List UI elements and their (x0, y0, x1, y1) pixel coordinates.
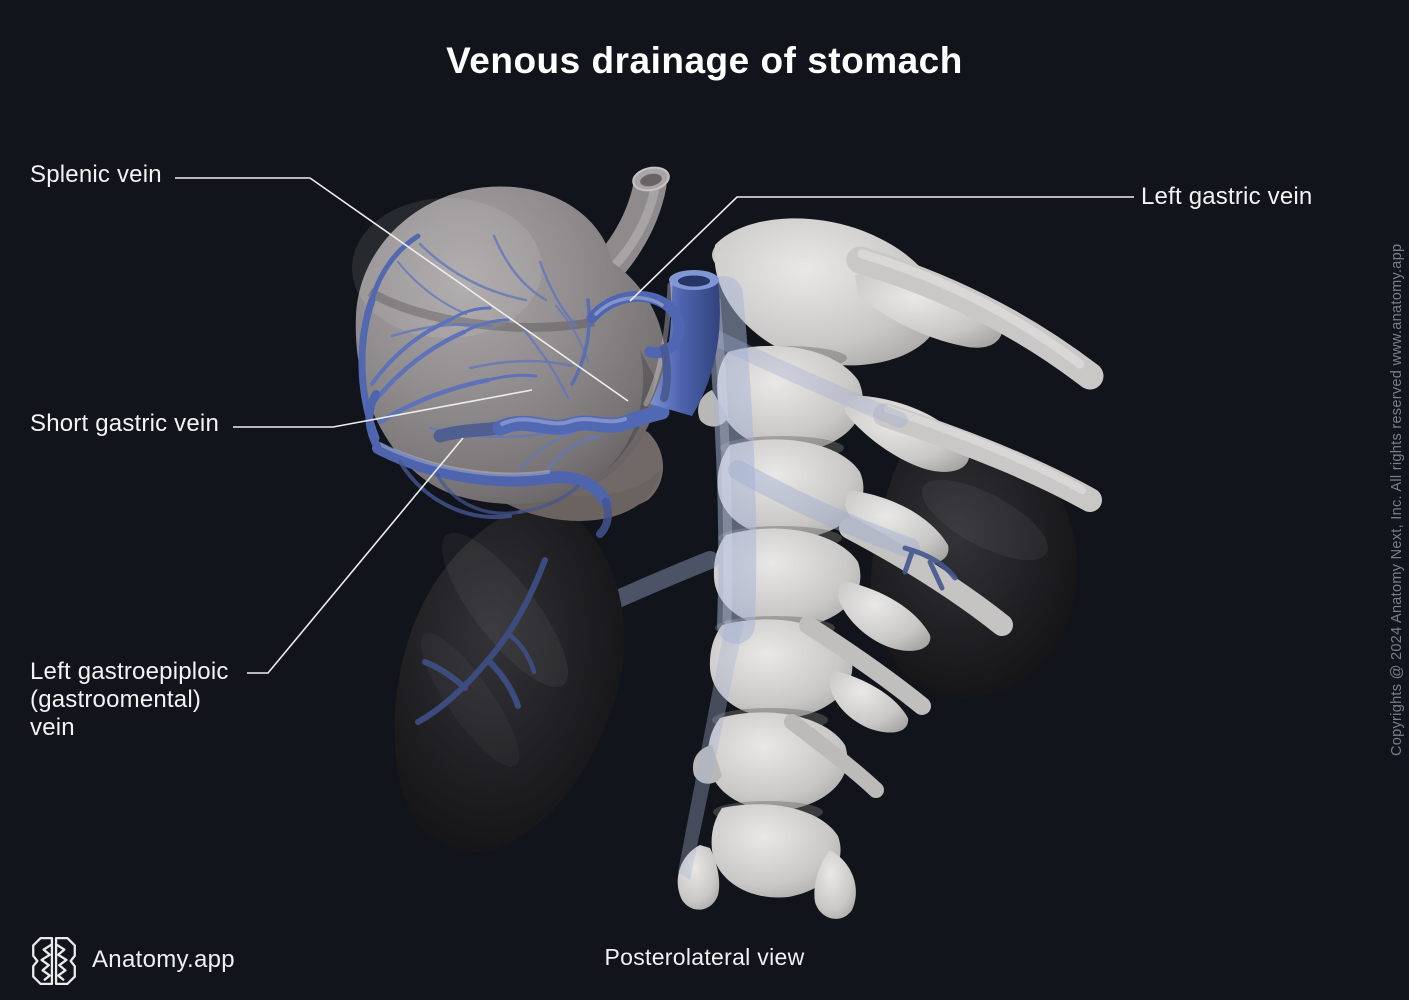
label-splenic-vein: Splenic vein (30, 161, 162, 188)
left-gastroepiploic-vein (365, 390, 612, 538)
brand-name: Anatomy.app (92, 946, 235, 973)
splenic-vein (433, 404, 670, 443)
copyright-text: Copyrights @ 2024 Anatomy Next, Inc. All… (1389, 243, 1405, 757)
gastric-veins (358, 233, 720, 538)
label-left-gastric-vein: Left gastric vein (1141, 183, 1313, 210)
brain-icon (30, 934, 78, 988)
left-gastric-vein (586, 290, 685, 402)
leader-line-left-gastric-vein (629, 196, 1134, 302)
fundus-vein-network (390, 234, 602, 472)
view-caption: Posterolateral view (604, 944, 805, 970)
leader-lines (175, 177, 1134, 674)
leader-line-splenic-vein (175, 177, 629, 402)
translucent-vessels (566, 276, 958, 880)
left-renal-vein-branches (415, 557, 548, 725)
page-title: Venous drainage of stomach (446, 40, 963, 81)
label-short-gastric-vein: Short gastric vein (30, 410, 220, 437)
leader-line-short-gastric-vein (233, 389, 533, 428)
leader-line-left-gastroepiploic-vein (247, 437, 464, 674)
label-left-gastroepiploic-vein: Left gastroepiploic (gastroomental) vein (30, 658, 229, 741)
left-kidney (394, 504, 625, 853)
